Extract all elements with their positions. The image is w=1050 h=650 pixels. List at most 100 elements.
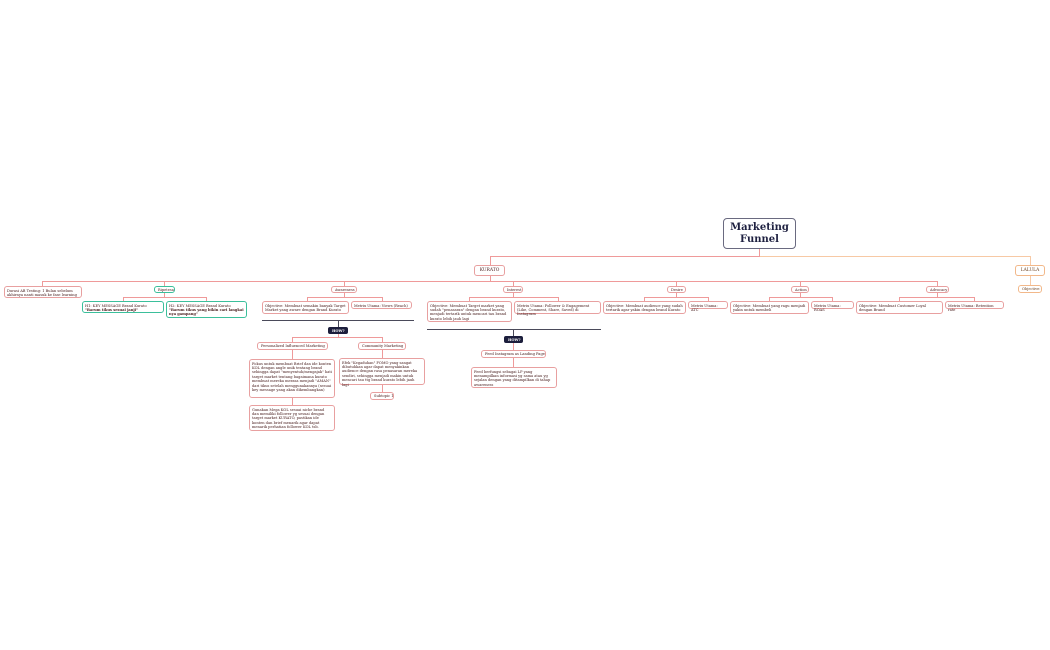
interest-node[interactable]: Interest (503, 286, 523, 293)
connector (769, 297, 770, 301)
node-label: Feed Instagram as Landing Page (485, 352, 545, 356)
connector (513, 293, 514, 297)
connector (490, 276, 491, 281)
connector (513, 343, 514, 350)
connector (292, 398, 293, 405)
connector (292, 350, 293, 359)
advocacy-metric-node[interactable]: Metrix Utama: Retention rate (945, 301, 1004, 312)
connector (123, 297, 124, 301)
awareness-metric-node[interactable]: Metrix Utama: Views (Reach) (351, 301, 412, 309)
node-label: Objective: Membuat Target market yang su… (430, 303, 507, 321)
connector (800, 281, 801, 286)
connector (42, 281, 43, 286)
connector (513, 358, 514, 367)
connector (469, 297, 470, 301)
node-label: Metrix Utama: ATC (691, 303, 718, 312)
interest-detail-node[interactable]: Feed berfungsi sebagai LP yang menampilk… (471, 367, 557, 388)
connector (708, 297, 709, 301)
strategy-personalized-node[interactable]: Personalized Influenced Marketing (257, 342, 328, 350)
awareness-node[interactable]: Awareness (331, 286, 357, 293)
action-metric-node[interactable]: Metrix Utama: ROAS (811, 301, 854, 312)
connector (382, 385, 383, 392)
connector (490, 256, 760, 257)
interest-objective-node[interactable]: Objective: Membuat Target market yang su… (427, 301, 512, 322)
node-label: Durasi AB Testing: 1 Bulan sebelum akhir… (7, 288, 77, 297)
community-subtopic-node[interactable]: Subtopic 1 (370, 392, 394, 400)
node-label: Ripetesa (158, 288, 174, 292)
advocacy-objective-node[interactable]: Objective: Membuat Customer Loyal dengan… (856, 301, 943, 314)
connector (644, 297, 708, 298)
desire-metric-node[interactable]: Metrix Utama: ATC (688, 301, 728, 312)
brand-node-lalula[interactable]: LALULA (1015, 265, 1045, 276)
connector (937, 293, 938, 297)
connector (759, 249, 760, 256)
node-label: H2: KEY MESSAGE Brand Kurato (169, 303, 231, 308)
brand-label: KURATO (479, 268, 500, 273)
ripetesa-h1-node[interactable]: H1: KEY MESSAGE Brand Kurato "Barum tiku… (82, 301, 164, 313)
community-detail-1[interactable]: Efek "Kegaduhan" FOMO yang sangat dibutu… (339, 358, 425, 387)
root-title: Marketing Funnel (730, 222, 789, 245)
node-label: Metrix Utama: Follower & Engagement (Lik… (517, 303, 590, 317)
connector (382, 350, 383, 358)
connector (292, 337, 293, 342)
desire-node[interactable]: Desire (667, 286, 686, 293)
node-label: Objective: Membuat Customer Loyal dengan… (859, 303, 926, 312)
strategy-community-node[interactable]: Community Marketing (358, 342, 406, 350)
personalized-detail-2[interactable]: Gunakan Mega KOL sesuai niche brand dan … (249, 405, 335, 431)
connector (469, 297, 558, 298)
connector (558, 297, 559, 301)
connector (832, 297, 833, 301)
desire-objective-node[interactable]: Objective: Membuat audience yang sudah t… (603, 301, 686, 314)
connector (800, 293, 801, 297)
separator (427, 329, 601, 330)
root-node[interactable]: Marketing Funnel (723, 218, 796, 249)
action-objective-node[interactable]: Objective: Membuat yang ragu menjadi yak… (730, 301, 809, 314)
ripetesa-node[interactable]: Ripetesa (154, 286, 175, 293)
node-label: Personalized Influenced Marketing (261, 344, 325, 348)
connector (899, 297, 900, 301)
node-label: Metrix Utama: Views (Reach) (354, 303, 408, 308)
node-label: Objective: (1022, 287, 1041, 291)
node-label: Metrix Utama: Retention rate (948, 303, 994, 312)
key-message: "Barum tikus sesuai janji" (85, 307, 138, 312)
node-label: Metrix Utama: ROAS (814, 303, 841, 312)
ripetesa-h2-node[interactable]: H2: KEY MESSAGE Brand Kurato "Barum tiku… (166, 301, 247, 318)
connector (344, 293, 345, 297)
awareness-objective-node[interactable]: Objective: Membuat semakin banyak Target… (262, 301, 349, 314)
connector (164, 281, 165, 286)
interest-how-node[interactable]: HOW? (504, 336, 523, 343)
connector (490, 256, 491, 265)
connector (307, 297, 308, 301)
awareness-how-node[interactable]: HOW? (328, 327, 348, 334)
node-label: Gunakan Mega KOL sesuai niche brand dan … (252, 407, 325, 430)
node-label: Desire (671, 288, 683, 292)
action-node[interactable]: Action (791, 286, 809, 293)
node-label: Fokus untuk membuat Brief dan ide konten… (252, 361, 332, 392)
node-label: HOW? (508, 337, 521, 342)
interest-strategy-node[interactable]: Feed Instagram as Landing Page (481, 350, 546, 358)
connector (760, 256, 1030, 257)
ab-testing-node[interactable]: Durasi AB Testing: 1 Bulan sebelum akhir… (4, 286, 82, 298)
interest-metric-node[interactable]: Metrix Utama: Follower & Engagement (Lik… (514, 301, 601, 317)
advocacy-node[interactable]: Advocacy (926, 286, 949, 293)
connector (382, 297, 383, 301)
node-label: Feed berfungsi sebagai LP yang menampilk… (474, 369, 551, 387)
node-label: Interest (507, 288, 522, 292)
connector (513, 329, 514, 336)
personalized-detail-1[interactable]: Fokus untuk membuat Brief dan ide konten… (249, 359, 335, 398)
node-label: Objective: Membuat semakin banyak Target… (265, 303, 346, 312)
node-label: HOW? (332, 328, 345, 333)
node-label: Advocacy (930, 288, 948, 292)
node-label: Objective: Membuat yang ragu menjadi yak… (733, 303, 806, 312)
key-message: "Barum tikus yang bikin cari langkai nya… (169, 307, 244, 317)
connector (899, 297, 974, 298)
node-label: H1: KEY MESSAGE Brand Kurato (85, 303, 147, 308)
connector (206, 297, 207, 301)
brand-node-kurato[interactable]: KURATO (474, 265, 505, 276)
lalula-objective-node[interactable]: Objective: (1018, 285, 1042, 293)
connector (513, 281, 514, 286)
node-label: Objective: Membuat audience yang sudah t… (606, 303, 683, 312)
connector (644, 297, 645, 301)
connector (307, 297, 382, 298)
connector (676, 281, 677, 286)
